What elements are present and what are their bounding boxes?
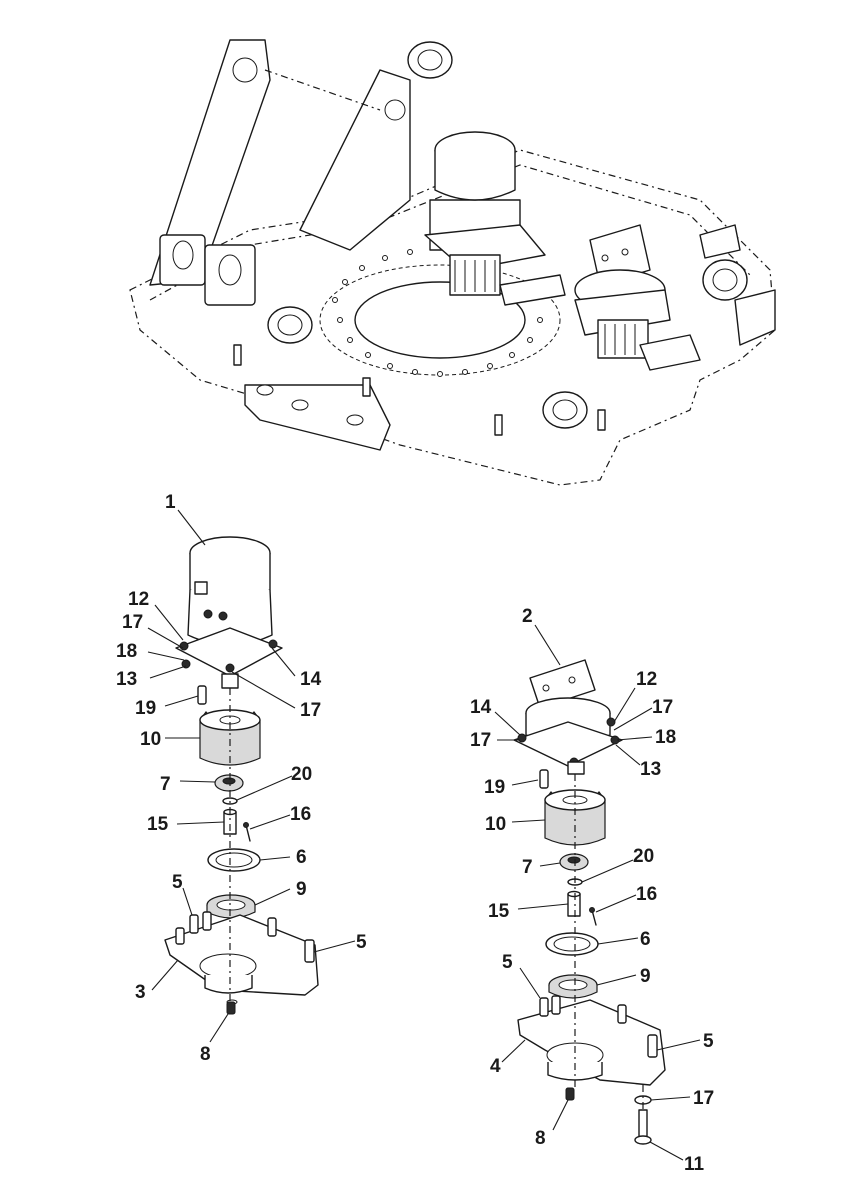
shaft-part-15 bbox=[567, 890, 581, 917]
callout-6: 6 bbox=[296, 847, 307, 868]
screw-part-16 bbox=[243, 822, 251, 842]
callout-3: 3 bbox=[135, 982, 146, 1003]
callout-8: 8 bbox=[200, 1044, 211, 1065]
seal-ring-part-6 bbox=[207, 848, 261, 872]
callout-16: 16 bbox=[290, 804, 311, 825]
bearing-part-9 bbox=[548, 974, 598, 999]
callout-17: 17 bbox=[693, 1088, 714, 1109]
callout-10: 10 bbox=[140, 729, 161, 750]
bracket-part-4 bbox=[517, 995, 666, 1086]
motor-part-2 bbox=[513, 659, 623, 775]
callout-16: 16 bbox=[636, 884, 657, 905]
callout-9: 9 bbox=[296, 879, 307, 900]
bearing-part-7 bbox=[214, 774, 244, 792]
callout-17: 17 bbox=[470, 730, 491, 751]
bolt-hole-ring bbox=[332, 249, 543, 377]
callout-17: 17 bbox=[652, 697, 673, 718]
callout-19: 19 bbox=[484, 777, 505, 798]
callout-12: 12 bbox=[636, 669, 657, 690]
callout-11: 11 bbox=[684, 1154, 705, 1175]
seal-ring-part-6 bbox=[545, 932, 599, 956]
callout-12: 12 bbox=[128, 589, 149, 610]
callout-17: 17 bbox=[122, 612, 143, 633]
bolt-part-11 bbox=[634, 1109, 652, 1145]
left-exploded-view: 1 12 17 18 13 14 17 19 10 7 20 15 16 6 5… bbox=[116, 492, 367, 1065]
callout-18: 18 bbox=[116, 641, 137, 662]
pinion-gear-part-10 bbox=[544, 789, 606, 846]
right-exploded-view: 2 12 14 17 17 18 13 19 10 7 20 16 15 6 5… bbox=[470, 606, 714, 1175]
bracket-part-3 bbox=[164, 911, 319, 1005]
callout-20: 20 bbox=[633, 846, 654, 867]
callout-13: 13 bbox=[116, 669, 137, 690]
callout-5: 5 bbox=[502, 952, 513, 973]
pin-part-19 bbox=[197, 685, 207, 705]
left-callout-labels: 1 12 17 18 13 14 17 19 10 7 20 15 16 6 5… bbox=[116, 492, 367, 1065]
callout-13: 13 bbox=[640, 759, 661, 780]
callout-8: 8 bbox=[535, 1128, 546, 1149]
callout-9: 9 bbox=[640, 966, 651, 987]
callout-15: 15 bbox=[488, 901, 510, 922]
pin-part-19 bbox=[539, 769, 549, 789]
callout-19: 19 bbox=[135, 698, 156, 719]
callout-5: 5 bbox=[172, 872, 183, 893]
pinion-gear-part-10 bbox=[199, 709, 261, 766]
bearing-part-7 bbox=[559, 853, 589, 871]
plug-part-8 bbox=[565, 1087, 575, 1101]
callout-17: 17 bbox=[300, 700, 321, 721]
callout-14: 14 bbox=[470, 697, 492, 718]
callout-2: 2 bbox=[522, 606, 533, 627]
screw-part-16 bbox=[589, 907, 597, 926]
callout-5: 5 bbox=[703, 1031, 714, 1052]
mounted-motor-1 bbox=[424, 131, 566, 306]
turntable-frame-assembly bbox=[129, 39, 776, 486]
bearing-part-9 bbox=[206, 894, 256, 919]
plug-part-8 bbox=[226, 1001, 236, 1015]
callout-7: 7 bbox=[160, 774, 171, 795]
callout-6: 6 bbox=[640, 929, 651, 950]
right-callout-labels: 2 12 14 17 17 18 13 19 10 7 20 16 15 6 5… bbox=[470, 606, 714, 1175]
callout-20: 20 bbox=[291, 764, 312, 785]
callout-10: 10 bbox=[485, 814, 506, 835]
motor-part-1 bbox=[175, 536, 283, 689]
callout-15: 15 bbox=[147, 814, 169, 835]
right-leader-lines bbox=[494, 624, 701, 1161]
callout-4: 4 bbox=[490, 1056, 501, 1077]
callout-14: 14 bbox=[300, 669, 322, 690]
callout-1: 1 bbox=[165, 492, 176, 513]
callout-7: 7 bbox=[522, 857, 533, 878]
callout-5: 5 bbox=[356, 932, 367, 953]
mounted-motor-2 bbox=[574, 224, 701, 371]
callout-18: 18 bbox=[655, 727, 676, 748]
left-leader-lines bbox=[147, 509, 356, 1043]
